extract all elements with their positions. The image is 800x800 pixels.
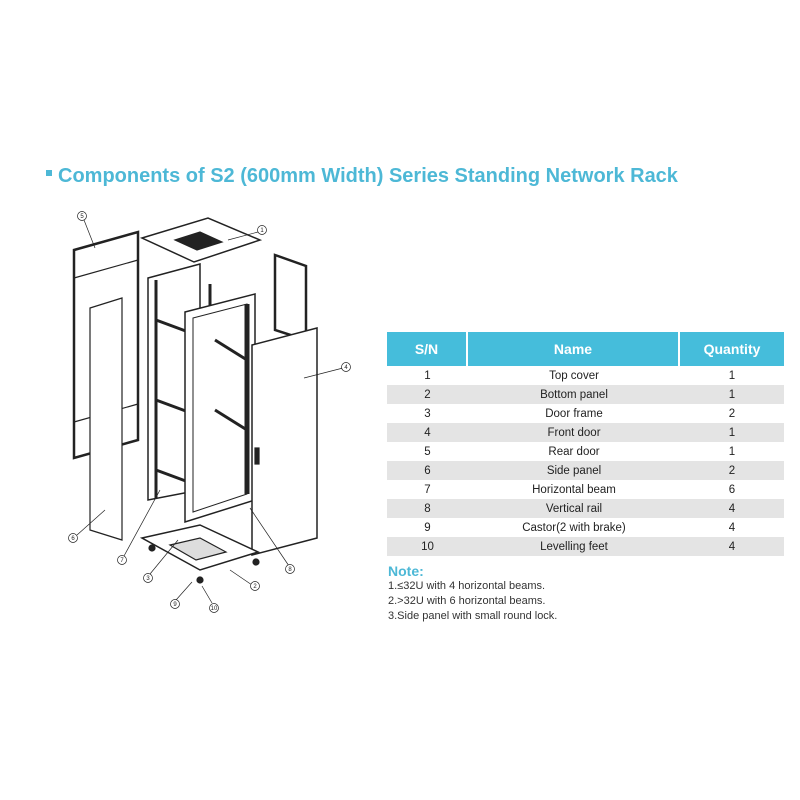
svg-text:7: 7 — [120, 558, 124, 564]
svg-text:2: 2 — [253, 584, 257, 590]
quantity-cell: 2 — [680, 461, 784, 480]
table-row: 5 Rear door 1 — [387, 442, 784, 461]
callout-2: 2 — [250, 581, 260, 591]
callout-7: 7 — [117, 555, 127, 565]
table-header-row: S/N Name Quantity — [387, 332, 784, 366]
table-row: 7 Horizontal beam 6 — [387, 480, 784, 499]
quantity-cell: 1 — [728, 369, 736, 382]
sn-cell: 4 — [387, 423, 468, 442]
header-quantity: Quantity — [680, 332, 784, 366]
name-cell: Bottom panel — [468, 385, 680, 404]
svg-text:3: 3 — [146, 576, 150, 582]
sn-cell: 5 — [424, 445, 431, 458]
sn-cell: 9 — [424, 521, 431, 534]
name-cell: Side panel — [468, 461, 680, 480]
table-row: 9 Castor(2 with brake) 4 — [387, 518, 784, 537]
callout-10: 10 — [209, 603, 219, 613]
sn-cell: 2 — [387, 385, 468, 404]
name-cell: Rear door — [548, 445, 600, 458]
callout-6: 6 — [68, 533, 78, 543]
callout-9: 9 — [170, 599, 180, 609]
sn-cell: 6 — [387, 461, 468, 480]
callout-3: 3 — [143, 573, 153, 583]
quantity-cell: 6 — [728, 483, 736, 496]
table-row: 1 Top cover 1 — [387, 366, 784, 385]
quantity-cell: 1 — [680, 423, 784, 442]
name-cell: Door frame — [545, 407, 603, 420]
svg-text:9: 9 — [173, 602, 177, 608]
callout-8: 8 — [285, 564, 295, 574]
page-title: Components of S2 (600mm Width) Series St… — [46, 165, 678, 188]
name-cell: Top cover — [549, 369, 599, 382]
note-heading: Note: — [388, 563, 424, 579]
quantity-cell: 1 — [680, 385, 784, 404]
title-bullet-icon — [46, 169, 52, 176]
quantity-cell: 2 — [728, 407, 736, 420]
table-row: 3 Door frame 2 — [387, 404, 784, 423]
callout-4: 4 — [341, 362, 351, 372]
name-cell: Levelling feet — [468, 537, 680, 556]
quantity-cell: 4 — [680, 499, 784, 518]
note-item: 1.≤32U with 4 horizontal beams. — [388, 580, 546, 592]
title-text: Components of S2 (600mm Width) Series St… — [58, 165, 678, 187]
sn-cell: 1 — [424, 369, 431, 382]
svg-text:8: 8 — [288, 567, 292, 573]
svg-text:5: 5 — [80, 214, 84, 220]
callout-1: 1 — [257, 225, 267, 235]
svg-text:1: 1 — [260, 228, 264, 234]
name-cell: Vertical rail — [468, 499, 680, 518]
note-item: 3.Side panel with small round lock. — [388, 610, 558, 622]
sn-cell: 8 — [387, 499, 468, 518]
name-cell: Front door — [468, 423, 680, 442]
quantity-cell: 1 — [728, 445, 736, 458]
quantity-cell: 4 — [680, 537, 784, 556]
name-cell: Horizontal beam — [532, 483, 616, 496]
sn-cell: 10 — [387, 537, 468, 556]
name-cell: Castor(2 with brake) — [522, 521, 626, 534]
callout-5: 5 — [77, 211, 87, 221]
sn-cell: 3 — [424, 407, 431, 420]
svg-text:6: 6 — [71, 536, 75, 542]
note-item: 2.>32U with 6 horizontal beams. — [388, 595, 546, 607]
notes: Note: 1.≤32U with 4 horizontal beams. 2.… — [388, 563, 557, 624]
quantity-cell: 4 — [728, 521, 736, 534]
header-name: Name — [468, 332, 680, 366]
svg-text:10: 10 — [211, 606, 218, 612]
header-sn: S/N — [387, 332, 468, 366]
rack-exploded-diagram: 5 1 4 6 7 3 8 2 9 10 — [68, 211, 351, 613]
sn-cell: 7 — [424, 483, 431, 496]
svg-text:4: 4 — [344, 365, 348, 371]
